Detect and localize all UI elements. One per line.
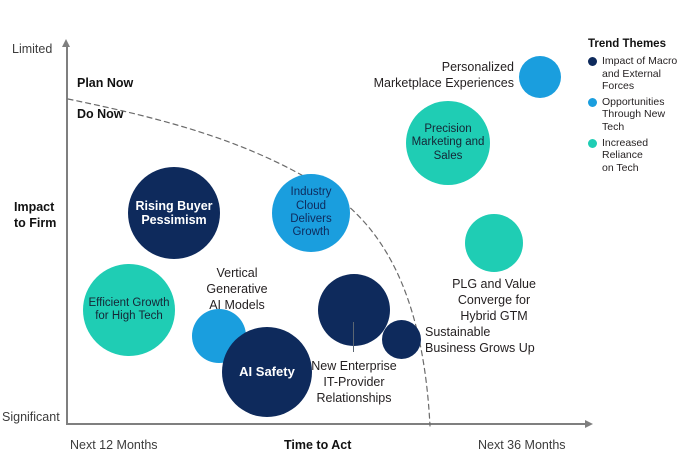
y-axis-arrow-icon: [62, 39, 70, 47]
legend-label-increased-reliance: Increased Reliance on Tech: [602, 136, 649, 174]
legend-label-impact-of-macro: Impact of Macro and External Forces: [602, 55, 678, 93]
label-sustainable-business-grows-up: Sustainable Business Grows Up: [425, 325, 535, 355]
bubble-precision-marketing-and-sales[interactable]: Precision Marketing and Sales: [406, 101, 490, 185]
legend-title: Trend Themes: [588, 38, 666, 50]
label-vertical-generative-ai-models: Vertical Generative AI Models: [206, 266, 268, 312]
bubble-personalized-marketplace-experiences[interactable]: [519, 56, 561, 98]
x-axis-arrow-icon: [585, 419, 593, 428]
x-axis-title: Time to Act: [284, 438, 352, 452]
bubble-label-precision-marketing: Precision Marketing and Sales: [411, 123, 485, 162]
legend-dot-teal-icon: [588, 138, 597, 148]
legend-item-increased-reliance[interactable]: Increased Reliance on Tech: [588, 137, 688, 175]
x-axis-left-tick-label: Next 12 Months: [70, 438, 158, 452]
legend-dot-blue-icon: [588, 97, 597, 107]
label-new-enterprise-it-provider-relationships: New Enterprise IT-Provider Relationships: [311, 359, 397, 405]
bubble-sustainable-business-grows-up[interactable]: [382, 320, 421, 359]
legend-item-opportunities-new-tech[interactable]: Opportunities Through New Tech: [588, 96, 688, 134]
zone-label-do-now: Do Now: [77, 107, 124, 121]
bubble-plg-and-value-converge[interactable]: [465, 214, 523, 272]
y-axis-title: Impact to Firm: [14, 200, 56, 231]
bubble-label-industry-cloud: Industry Cloud Delivers Growth: [290, 186, 332, 239]
legend-dot-navy-icon: [588, 57, 597, 66]
leader-line-new-enterprise: [353, 322, 355, 352]
y-axis-title-line1: Impact: [14, 200, 55, 214]
bubble-industry-cloud-delivers-growth[interactable]: Industry Cloud Delivers Growth: [272, 174, 350, 252]
y-axis-top-label: Limited: [12, 42, 53, 56]
y-axis-title-line2: to Firm: [14, 215, 57, 230]
y-axis-line: [66, 46, 68, 424]
bubble-label-ai-safety: AI Safety: [239, 364, 295, 380]
y-axis-bottom-label: Significant: [2, 410, 60, 424]
legend: Trend Themes Impact of Macro and Externa…: [588, 38, 688, 177]
bubble-efficient-growth-for-high-tech[interactable]: Efficient Growth for High Tech: [83, 264, 175, 356]
zone-label-plan-now: Plan Now: [77, 76, 134, 90]
label-personalized-marketplace-experiences: Personalized Marketplace Experiences: [373, 60, 514, 90]
bubble-ai-safety[interactable]: AI Safety: [222, 327, 312, 417]
bubble-rising-buyer-pessimism[interactable]: Rising Buyer Pessimism: [128, 167, 220, 259]
x-axis-line: [66, 423, 586, 425]
bubble-label-rising-buyer-pessimism: Rising Buyer Pessimism: [135, 198, 213, 228]
label-plg-and-value-converge: PLG and Value Converge for Hybrid GTM: [452, 277, 536, 323]
x-axis-right-tick-label: Next 36 Months: [478, 438, 566, 452]
legend-item-impact-of-macro[interactable]: Impact of Macro and External Forces: [588, 55, 688, 93]
legend-label-opportunities-new-tech: Opportunities Through New Tech: [602, 95, 666, 133]
bubble-label-efficient-growth: Efficient Growth for High Tech: [88, 296, 170, 322]
